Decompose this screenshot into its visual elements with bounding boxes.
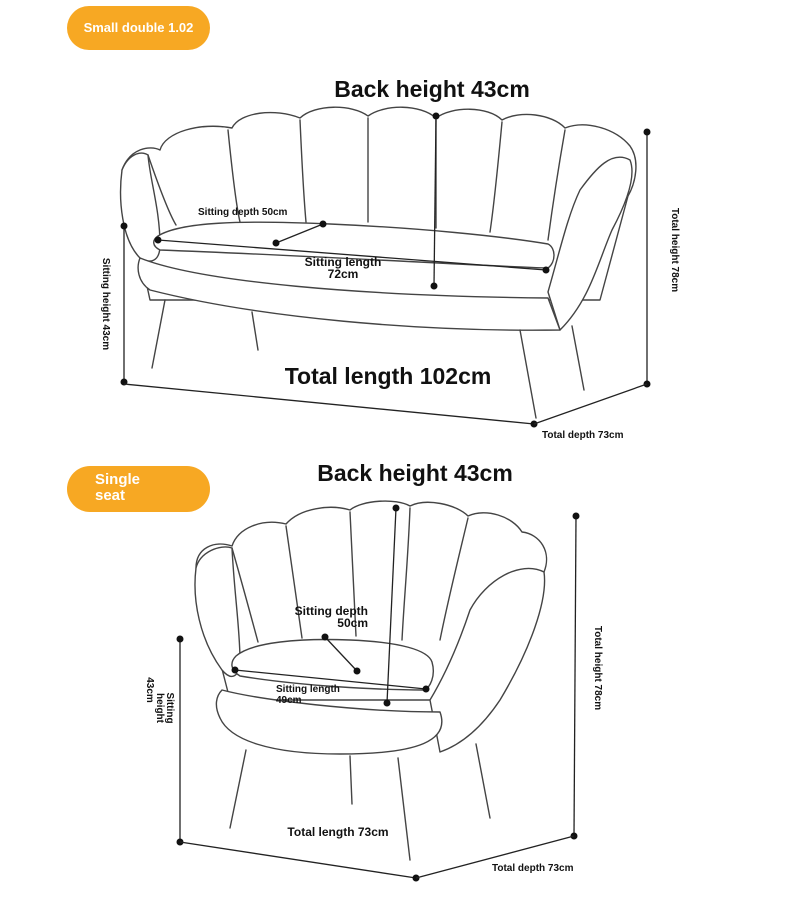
single-sitting-depth-label-1: Sitting depth bbox=[295, 604, 368, 618]
single-sitting-height-label-1: Sitting bbox=[164, 692, 175, 723]
single-total-length-label: Total length 73cm bbox=[287, 825, 388, 839]
sofa-drawing bbox=[119, 106, 637, 419]
sofa-total-height-label: Total height 78cm bbox=[669, 208, 680, 292]
single-total-height-label: Total height 78cm bbox=[592, 626, 603, 710]
single-total-depth-label: Total depth 73cm bbox=[492, 863, 574, 874]
sofa-sitting-length-label-2: 72cm bbox=[328, 267, 359, 281]
sofa-dimensions: Back height 43cm Sitting depth 50cm Sitt… bbox=[100, 76, 680, 441]
sofa-sitting-length-label-1: Sitting length bbox=[305, 255, 382, 269]
single-badge-line1: Single bbox=[95, 471, 141, 488]
single-seat-badge: Single seat bbox=[67, 466, 210, 512]
sofa-total-depth-label: Total depth 73cm bbox=[542, 430, 624, 441]
single-back-height-label: Back height 43cm bbox=[317, 460, 513, 486]
single-sitting-height-label-2: height bbox=[154, 693, 165, 724]
sofa-sitting-height-label: Sitting height 43cm bbox=[100, 258, 111, 350]
sofa-back-height-label: Back height 43cm bbox=[334, 76, 530, 102]
sofa-size-badge: Small double 1.02 bbox=[67, 6, 210, 50]
single-sitting-length-label-1: Sitting length bbox=[276, 684, 340, 695]
sofa-sitting-depth-label: Sitting depth 50cm bbox=[198, 207, 288, 218]
single-badge-line2: seat bbox=[95, 487, 126, 504]
armchair-drawing bbox=[194, 500, 548, 861]
single-sitting-length-label-2: 49cm bbox=[276, 695, 302, 706]
armchair-dimensions: Back height 43cm Sitting depth 50cm Sitt… bbox=[144, 460, 603, 882]
single-sitting-height-label-3: 43cm bbox=[144, 677, 155, 703]
single-sitting-depth-label-2: 50cm bbox=[337, 616, 368, 630]
sofa-total-length-label: Total length 102cm bbox=[285, 363, 492, 389]
